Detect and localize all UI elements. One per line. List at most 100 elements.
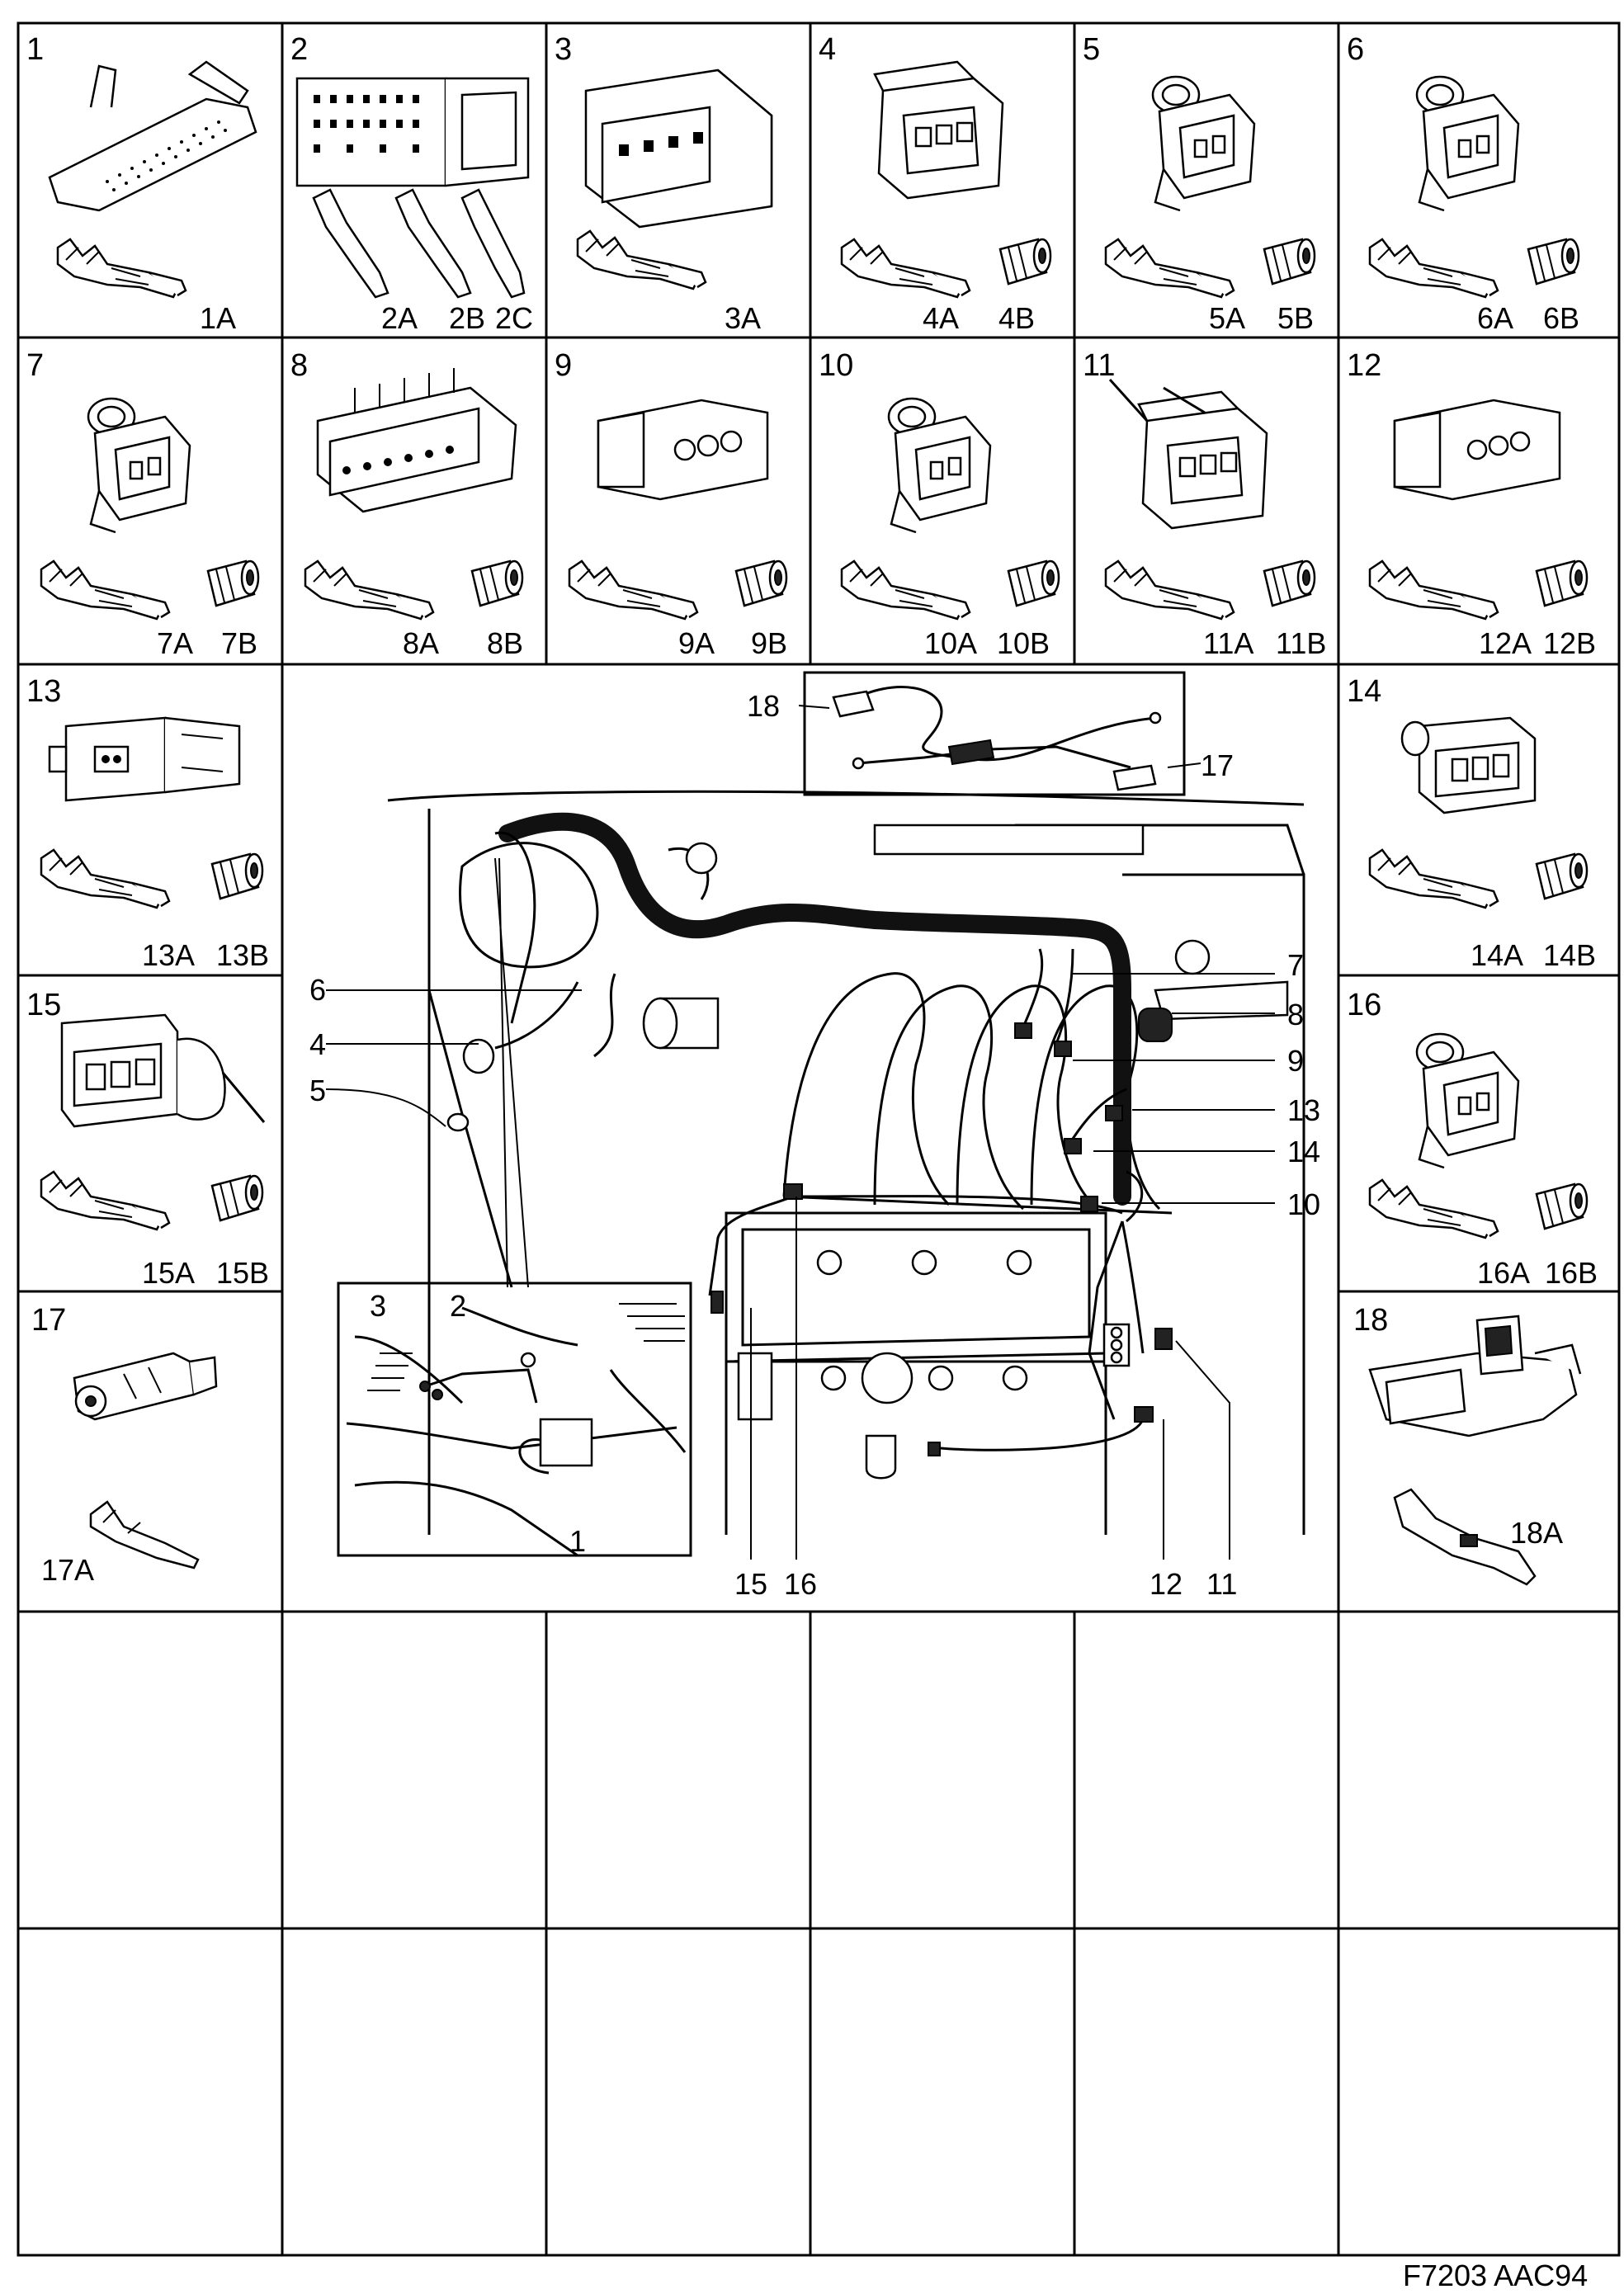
part-label: 17A (41, 1553, 94, 1587)
seal-illustration (206, 559, 260, 607)
cell-number: 14 (1347, 674, 1381, 709)
seal-illustration (470, 559, 524, 607)
seal-illustration (1263, 238, 1316, 286)
part-label: 10B (997, 626, 1050, 660)
terminal-illustration (1368, 848, 1499, 909)
part-label: 6A (1477, 301, 1513, 335)
callout-inset-3: 3 (370, 1289, 386, 1323)
part-label: 8A (403, 626, 439, 660)
inset-detail-box (337, 1282, 692, 1557)
callout-7: 7 (1287, 948, 1304, 982)
callout-8: 8 (1287, 998, 1304, 1031)
cell-17: 17 17A (31, 1303, 218, 1587)
callout-11: 11 (1206, 1567, 1237, 1601)
connector-illustration (48, 716, 241, 802)
part-label: 13A (142, 938, 195, 972)
engine-block-illustration (725, 1211, 1107, 1535)
seal-illustration (1535, 1182, 1589, 1230)
connector-illustration (1415, 75, 1520, 212)
part-label: 10A (924, 626, 977, 660)
connector-illustration (873, 60, 1004, 200)
terminal-illustration (40, 559, 171, 621)
cell-7: 7 7A 7B (26, 348, 260, 660)
part-label: 16A (1477, 1256, 1530, 1290)
callout-inset-1: 1 (569, 1524, 586, 1558)
connector-illustration (1151, 75, 1256, 212)
callout-14: 14 (1287, 1135, 1320, 1168)
cell-8: 8 8A 8B (290, 348, 524, 660)
terminal-illustration (1104, 559, 1235, 621)
callout-10: 10 (1287, 1187, 1320, 1221)
callout-12: 12 (1150, 1567, 1183, 1601)
connector-illustration (60, 1013, 266, 1128)
part-label: 1A (200, 301, 236, 335)
cell-14: 14 14A 14B (1347, 674, 1596, 972)
part-label: 14B (1543, 938, 1596, 972)
cell-number: 13 (26, 674, 61, 709)
part-label: 4A (923, 301, 959, 335)
callout-6: 6 (309, 973, 326, 1007)
cell-13: 13 13A 13B (26, 674, 269, 972)
part-label: 2A (381, 301, 418, 335)
connector-illustration (1400, 716, 1537, 814)
seal-illustration (998, 238, 1052, 286)
cell-number: 11 (1083, 348, 1115, 383)
callout-9: 9 (1287, 1044, 1304, 1078)
seal-illustration (1007, 559, 1060, 607)
terminal-illustration (56, 238, 187, 299)
seal-illustration (210, 852, 264, 900)
part-label: 15A (142, 1256, 195, 1290)
cell-4: 4 4A 4B (819, 32, 1052, 335)
part-label: 2B (449, 301, 485, 335)
cell-number: 4 (819, 32, 836, 67)
connector-illustration (1393, 399, 1561, 501)
cell-12: 12 12A 12B (1347, 348, 1596, 660)
branch-wires (494, 831, 1145, 1451)
terminal-illustration (1368, 559, 1499, 621)
part-label: 5B (1277, 301, 1314, 335)
cell-5: 5 5A 5B (1083, 32, 1316, 335)
terminal-illustration (89, 1500, 200, 1569)
cell-number: 18 (1353, 1303, 1388, 1338)
terminal-illustration (568, 559, 699, 621)
callout-inset-2: 2 (450, 1289, 466, 1323)
terminal-illustration (840, 559, 971, 621)
callout-15: 15 (734, 1567, 767, 1601)
engine-bay-illustration (325, 671, 1305, 1560)
cell-number: 3 (555, 32, 572, 67)
callout-13: 13 (1287, 1093, 1320, 1127)
connector-illustration (1137, 390, 1268, 530)
part-label: 3A (725, 301, 761, 335)
connector-illustration (1415, 1032, 1520, 1169)
callout-17: 17 (1201, 748, 1234, 782)
cell-16: 16 16A 16B (1347, 988, 1598, 1290)
part-label: 12B (1543, 626, 1596, 660)
cell-number: 9 (555, 348, 572, 383)
terminal-illustration (1368, 238, 1499, 299)
cell-number: 1 (26, 32, 44, 67)
seal-illustration (1263, 559, 1316, 607)
connector-illustration (1368, 1315, 1582, 1437)
cell-number: 15 (26, 988, 61, 1022)
wire-illustration (1108, 378, 1206, 422)
part-label: 11B (1276, 626, 1326, 660)
callout-18: 18 (747, 689, 780, 723)
ecu-connector-illustration (48, 60, 257, 212)
leader-lines (325, 705, 1275, 1560)
cell-11: 11 11A 11B (1083, 348, 1326, 660)
document-code: F7203 AAC94 (1403, 2259, 1588, 2292)
seal-illustration (1535, 852, 1589, 900)
terminal-illustration (40, 848, 171, 909)
seal-illustration (1535, 559, 1589, 607)
terminal-illustration (1368, 1178, 1499, 1239)
part-label: 8B (487, 626, 523, 660)
connector-illustration (584, 68, 773, 229)
callout-4: 4 (309, 1027, 326, 1061)
part-label: 5A (1209, 301, 1245, 335)
cell-number: 10 (819, 348, 853, 383)
part-label: 11A (1203, 626, 1253, 660)
cell-number: 17 (31, 1303, 66, 1338)
terminal-illustration (1104, 238, 1235, 299)
part-label: 7A (157, 626, 193, 660)
